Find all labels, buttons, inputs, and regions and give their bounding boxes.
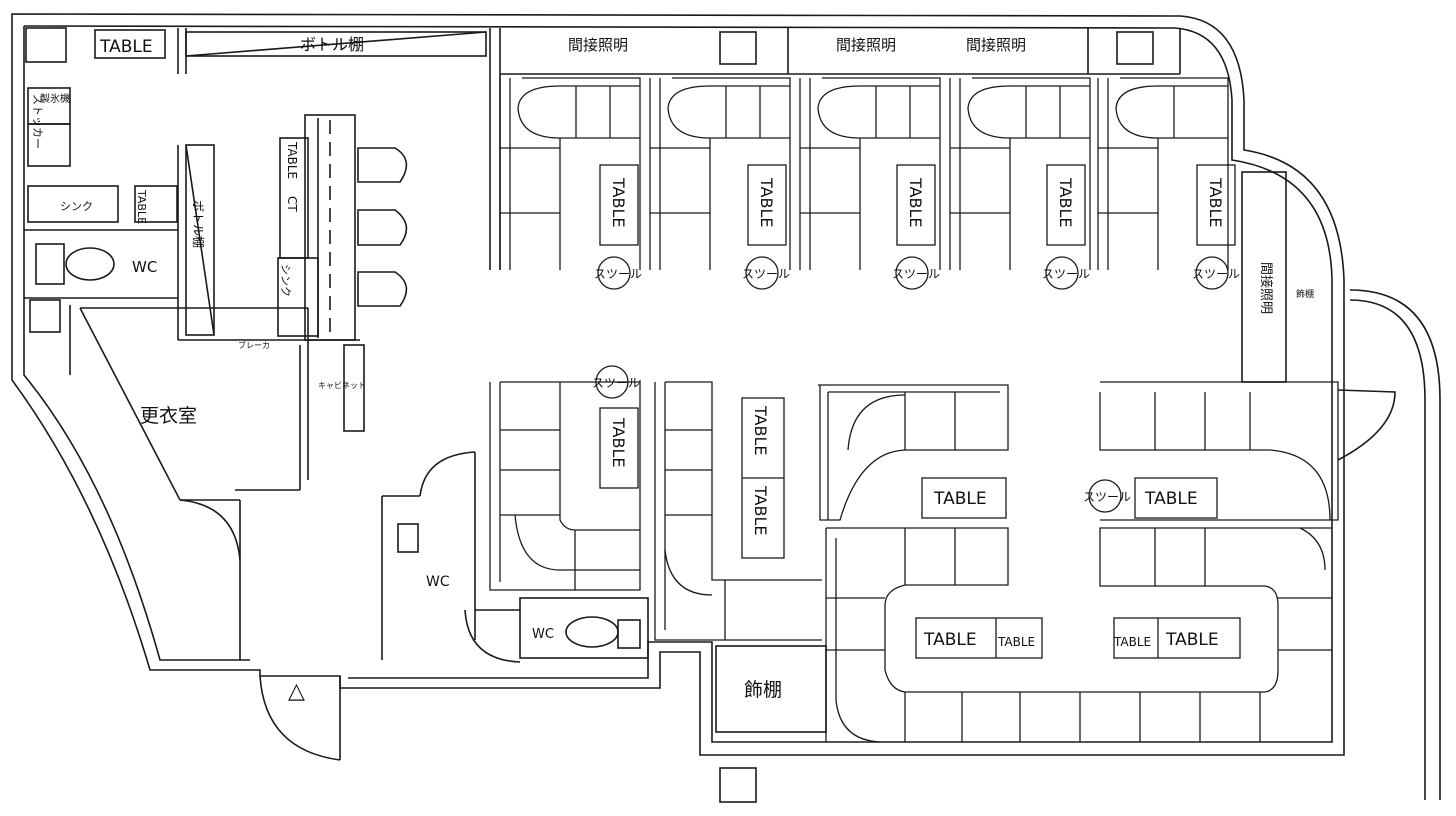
upper-table-label-5: TABLE [1206,177,1225,227]
indirect-light-label-1: 間接照明 [568,36,628,54]
booth-table-label-4: TABLE [1165,630,1219,650]
middle-table-label-3: TABLE [751,485,770,535]
booth-table-label-1: TABLE [933,489,987,509]
display-shelf-small-label: 飾棚 [1296,288,1314,300]
kitchen-table-label: TABLE [135,189,148,224]
breaker-label: ブレーカ [238,340,270,350]
stool-label-3: スツール [892,267,940,281]
changing-room-label: 更衣室 [140,405,197,427]
upper-table-label-2: TABLE [757,177,776,227]
booth-table-label-small-1: TABLE [997,635,1035,649]
lower-booths [489,380,1339,743]
wc-label-kitchen: WC [132,258,157,276]
middle-table-label-1: TABLE [609,417,628,467]
sink-label-counter: シンク [279,264,292,297]
cabinet-label: キャビネット [318,381,366,390]
stools [595,256,1229,513]
indirect-light-label-3: 間接照明 [966,36,1026,54]
counter-table-label: TABLE [285,141,299,179]
stool-label-6: スツール [592,376,640,390]
stool-label-1: スツール [594,267,642,281]
sink-label-kitchen: シンク [60,200,93,213]
stool-label-2: スツール [742,267,790,281]
indirect-light-label-2: 間接照明 [836,36,896,54]
stool-label-4: スツール [1042,267,1090,281]
display-shelf-label: 飾棚 [744,679,782,701]
booth-table-label-3: TABLE [923,630,977,650]
stool-label-5: スツール [1192,267,1240,281]
wc-label-small: WC [532,627,554,642]
middle-table-label-2: TABLE [751,405,770,455]
booth-table-label-2: TABLE [1144,489,1198,509]
stool-label-7: スツール [1083,490,1131,504]
bottle-shelf-vertical-label: ボトル棚 [191,200,206,248]
indirect-light-label-right: 間接照明 [1258,262,1274,314]
upper-table-label-3: TABLE [906,177,925,227]
wc-label-center: WC [426,574,450,590]
upper-table-label-1: TABLE [609,177,628,227]
counter-ct-label: CT [285,196,299,212]
upper-booths [499,77,1236,270]
entrance-triangle: △ [288,679,305,704]
stocker-label: ストッカー [31,94,44,149]
bottle-shelf-label: ボトル棚 [300,35,364,54]
ice-maker-label: 製氷機 [40,92,70,105]
upper-table-label-4: TABLE [1056,177,1075,227]
booth-table-label-small-2: TABLE [1113,635,1151,649]
table-label-top-left: TABLE [99,37,153,57]
